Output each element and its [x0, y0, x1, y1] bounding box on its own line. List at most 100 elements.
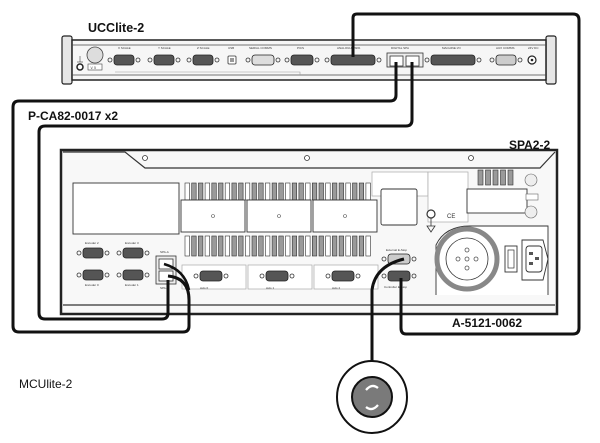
spa-unit: CE Encoder 2 — [59, 148, 559, 316]
z-scale-port[interactable]: Z SCALE — [186, 46, 220, 66]
machine-io-port[interactable]: MACHINE I/O — [424, 46, 482, 66]
svg-text:MACHINE I/O: MACHINE I/O — [442, 46, 461, 50]
heat-sink-fin — [305, 182, 311, 201]
svg-text:External E-Stop: External E-Stop — [386, 248, 407, 252]
heat-sink-fin — [291, 182, 298, 201]
svg-text:PICS: PICS — [297, 46, 304, 50]
heat-sink-fin — [311, 182, 318, 201]
heat-sink-fin — [184, 235, 190, 257]
heat-sink-fin — [318, 182, 324, 201]
serial-badge-icon — [524, 173, 538, 187]
axis-2-port[interactable]: Axis 2 — [313, 264, 379, 290]
cable-a5121-0062 — [351, 12, 581, 336]
heat-sink-fin — [251, 235, 257, 257]
encoder-0-port[interactable]: Encoder 0 — [76, 269, 110, 287]
svg-text:Controller E-Stop: Controller E-Stop — [384, 285, 407, 289]
usb-port[interactable]: USB — [227, 46, 237, 65]
ground-terminal-icon — [426, 209, 436, 219]
svg-text:Axis 2: Axis 2 — [332, 286, 341, 290]
heat-sink-fin — [285, 235, 291, 257]
pics-port[interactable]: PICS — [284, 46, 320, 66]
heat-sink-fin — [198, 182, 204, 201]
ucclite-version: V. 5 — [91, 66, 97, 70]
svg-text:DIGITAL SPA: DIGITAL SPA — [391, 46, 409, 50]
x-scale-port[interactable]: X SCALE — [107, 46, 141, 66]
heat-sink-fin — [238, 182, 244, 201]
svg-text:24V DC: 24V DC — [528, 46, 539, 50]
svg-text:Y SCALE: Y SCALE — [158, 46, 171, 50]
mculite-title: MCUlite-2 — [19, 377, 73, 391]
heat-sink-fin — [345, 235, 351, 257]
heat-sink-fin — [204, 235, 210, 257]
ucclite-left-bracket — [61, 35, 73, 85]
heat-sink-fin — [184, 182, 190, 201]
serial-comms-port[interactable]: SERIAL COMMS — [245, 46, 281, 66]
heat-sink-fin — [211, 182, 217, 201]
heat-sink-fin — [311, 235, 318, 257]
heat-sink-fin — [325, 182, 331, 201]
heat-sink-fin — [278, 235, 284, 257]
svg-text:Axis 0: Axis 0 — [200, 286, 209, 290]
heat-sink-fin — [338, 182, 344, 201]
controller-estop-port[interactable]: Controller E-Stop — [381, 270, 417, 289]
heat-sink-fin — [238, 235, 244, 257]
screw-icon — [142, 155, 148, 161]
cable-pca82-0017-b — [11, 62, 398, 334]
y-scale-port[interactable]: Y SCALE — [147, 46, 181, 66]
ce-mark: CE — [447, 214, 455, 220]
vent-fin — [507, 169, 514, 186]
vent-fin — [492, 169, 499, 186]
heat-sink-fin — [245, 182, 251, 201]
power-24v-port[interactable]: 24V DC — [527, 46, 539, 65]
heat-sink-fin — [265, 182, 271, 201]
heat-sink-fin — [271, 235, 277, 257]
mculite-joystick[interactable] — [336, 360, 408, 434]
svg-text:Z SCALE: Z SCALE — [197, 46, 210, 50]
svg-text:Axis 1: Axis 1 — [266, 286, 275, 290]
heat-sink-fin — [298, 182, 304, 201]
heat-sink-fin — [265, 235, 271, 257]
vent-fin — [500, 169, 506, 186]
svg-text:Encoder 1: Encoder 1 — [125, 283, 139, 287]
fan-icon — [434, 225, 549, 295]
axis-1-port[interactable]: Axis 1 — [247, 264, 313, 290]
ground-terminal-icon — [76, 63, 84, 71]
aux-comms-port[interactable]: AUX COMMS — [489, 46, 523, 66]
axis-0-port[interactable]: Axis 0 — [181, 264, 247, 290]
encoder-2-port[interactable]: Encoder 2 — [76, 241, 110, 259]
svg-text:Encoder 3: Encoder 3 — [125, 241, 139, 245]
heat-sink-fin — [278, 182, 284, 201]
serial-badge-icon — [86, 46, 104, 64]
heat-sink-fin — [245, 235, 251, 257]
heat-sink-fin — [325, 235, 331, 257]
svg-text:Encoder 0: Encoder 0 — [85, 283, 99, 287]
ucclite-right-bracket — [545, 35, 557, 85]
cable-mculite — [370, 257, 405, 372]
cable-pca82-0017-a — [37, 62, 414, 321]
encoder-3-port[interactable]: Encoder 3 — [116, 241, 150, 259]
heat-sink-fin — [318, 235, 324, 257]
heat-sink-fin — [365, 235, 371, 257]
encoder-1-port[interactable]: Encoder 1 — [116, 269, 150, 287]
heat-sink-fin — [338, 235, 344, 257]
heat-sink-fin — [305, 235, 311, 257]
heat-sink-fin — [332, 235, 338, 257]
analogue-spa-port[interactable]: ANALOGUE SPA — [324, 46, 382, 66]
heat-sink-fin — [211, 235, 217, 257]
heat-sink-fin — [332, 182, 338, 201]
heat-sink-fin — [258, 182, 264, 201]
rotate-arrow-icon — [365, 384, 379, 391]
heat-sink-fin — [224, 182, 230, 201]
heat-sink-fin — [218, 182, 224, 201]
vent-fin — [485, 169, 491, 186]
joystick-knob[interactable] — [351, 376, 393, 418]
svg-text:X SCALE: X SCALE — [118, 46, 131, 50]
svg-text:AUX COMMS: AUX COMMS — [496, 46, 515, 50]
heat-sink-fin — [224, 235, 230, 257]
cable-a5121-label: A-5121-0062 — [452, 316, 523, 330]
cable-pca82-label: P-CA82-0017 x2 — [28, 109, 119, 123]
heat-sink-fin — [198, 235, 204, 257]
rotate-arrow-icon — [365, 404, 379, 411]
ucclite-title: UCClite-2 — [88, 21, 145, 35]
heat-sink-fin — [358, 182, 365, 201]
